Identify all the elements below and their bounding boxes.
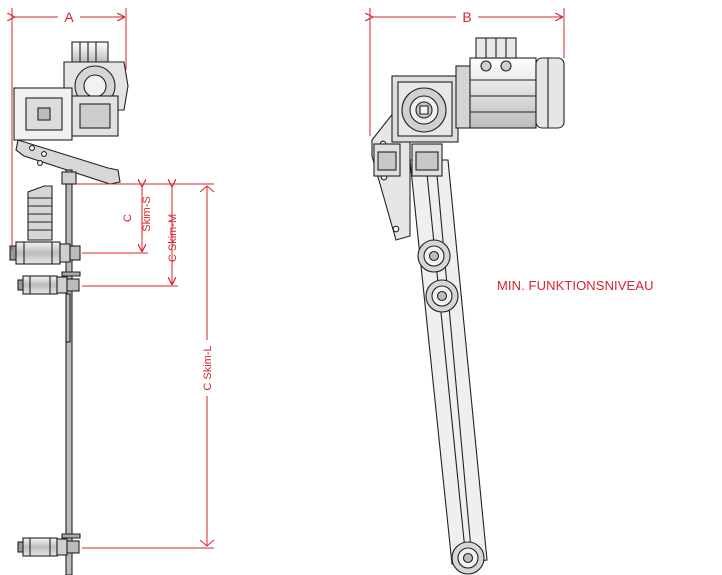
front-motor-end <box>535 57 565 129</box>
dim-label-skim-m: C Skim-M <box>167 214 179 262</box>
dim-label-skim-l: C Skim-L <box>202 345 214 390</box>
dimension-lines-right <box>370 8 565 136</box>
dim-label-a: A <box>64 9 74 25</box>
side-motor-cap <box>71 41 109 63</box>
side-tray <box>15 139 121 185</box>
front-arm <box>409 159 488 565</box>
side-roller-s <box>9 241 81 265</box>
front-motor-flange <box>455 65 471 129</box>
dim-label-b: B <box>462 9 471 25</box>
front-view-skimmer <box>371 37 565 575</box>
side-roller-m <box>17 271 81 343</box>
dim-label-c: C <box>122 214 134 222</box>
dimension-lines-left <box>12 8 215 549</box>
dim-label-skim-s: Skim-S <box>141 196 153 231</box>
side-view-skimmer <box>9 41 129 575</box>
side-belt <box>27 185 53 241</box>
min-function-level-label: MIN. FUNKTIONSNIVEAU <box>497 278 654 293</box>
front-roller-2 <box>425 279 459 313</box>
side-roller-l <box>17 533 81 557</box>
front-roller-3 <box>451 541 485 575</box>
side-support-rod <box>65 169 73 575</box>
front-roller-1 <box>417 239 451 273</box>
